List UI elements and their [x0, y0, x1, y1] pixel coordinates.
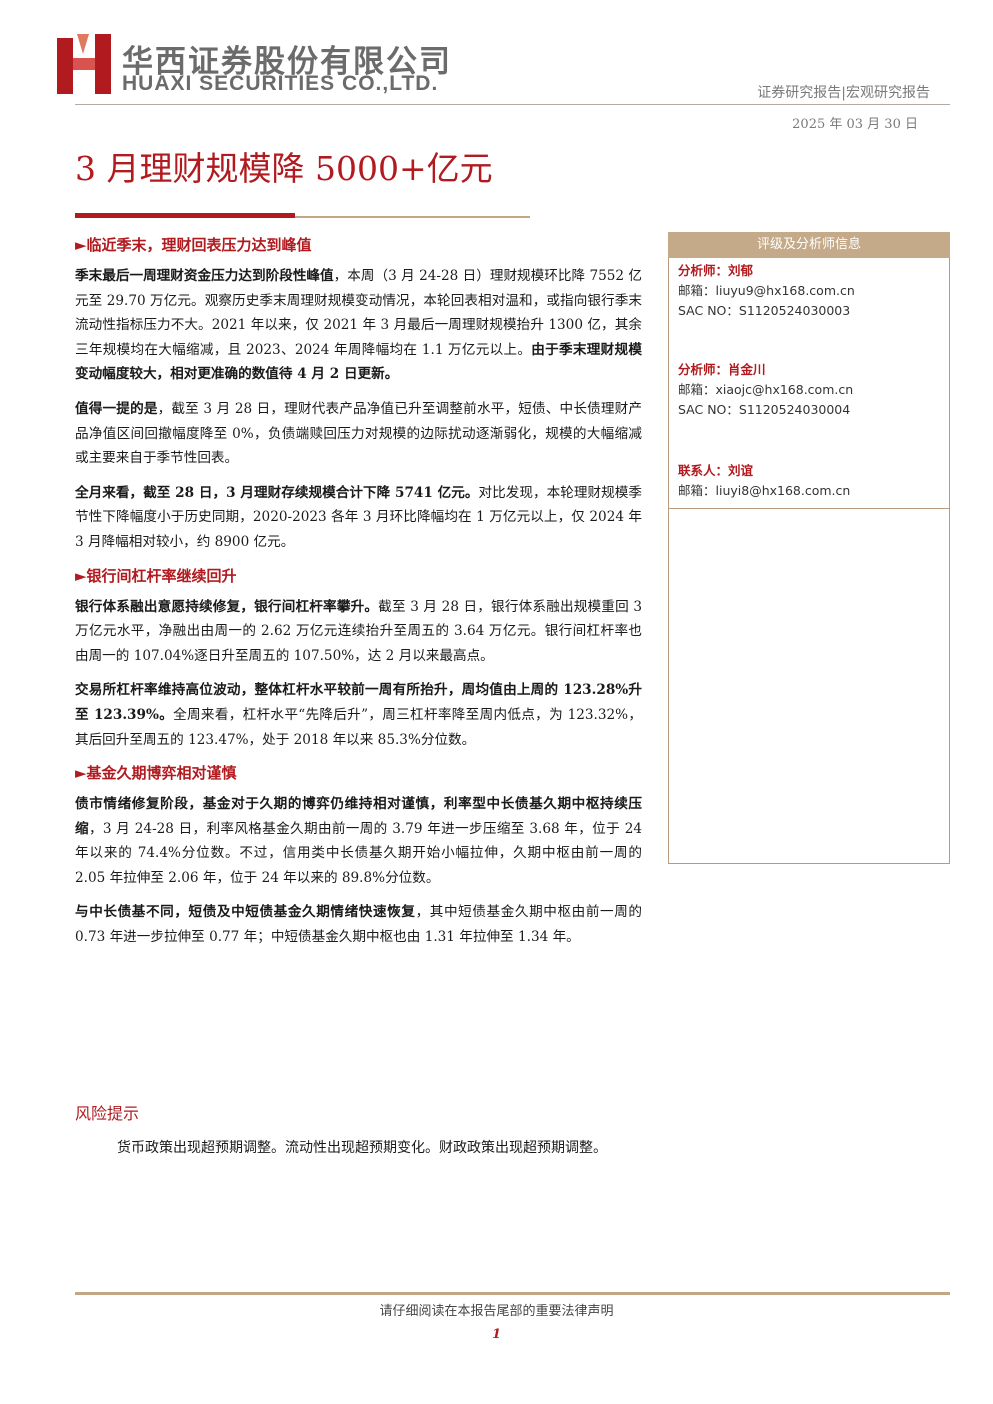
paragraph-text: ，其中短债基金久期中枢由前一周的 0.73 年进一步拉伸至 0.77 年；中短债…: [75, 904, 643, 946]
header-divider: [75, 104, 950, 105]
paragraph-bold-lead: 全月来看，截至 28 日，3 月理财存续规模合计下降 5741 亿元。: [75, 484, 479, 501]
paragraph-bold-lead: 值得一提的是: [75, 400, 158, 417]
paragraph: 银行体系融出意愿持续修复，银行间杠杆率攀升。截至 3 月 28 日，银行体系融出…: [75, 595, 642, 669]
main-content: ►临近季末，理财回表压力达到峰值 季末最后一周理财资金压力达到阶段性峰值，本周（…: [75, 234, 642, 960]
paragraph: 交易所杠杆率维持高位波动，整体杠杆水平较前一周有所抬升，周均值由上周的 123.…: [75, 678, 642, 752]
analyst-email[interactable]: 邮箱：xiaojc@hx168.com.cn: [678, 382, 854, 397]
footer-disclaimer: 请仔细阅读在本报告尾部的重要法律声明: [379, 1304, 614, 1319]
title-underline-red: [75, 213, 295, 218]
report-date: 2025 年 03 月 30 日: [792, 117, 918, 132]
paragraph-text: ，本周（3 月 24-28 日）理财规模环比降 7552 亿元至 29.70 万…: [75, 268, 642, 358]
footer-divider: [75, 1292, 950, 1295]
paragraph: 全月来看，截至 28 日，3 月理财存续规模合计下降 5741 亿元。对比发现，…: [75, 481, 642, 555]
analyst-sac: SAC NO：S1120524030004: [678, 402, 851, 417]
paragraph-bold-tail: 由于季末理财规模变动幅度较大，相对更准确的数值待 4 月 2 日更新。: [75, 341, 642, 383]
company-name-cn: 华西证券股份有限公司: [122, 44, 452, 80]
report-type: 证券研究报告|宏观研究报告: [757, 85, 930, 101]
company-name-en: HUAXI SECURITIES CO.,LTD.: [122, 72, 439, 95]
analyst-list: 分析师：刘郁 邮箱：liuyu9@hx168.com.cn SAC NO：S11…: [678, 260, 943, 501]
section-heading: ►基金久期博弈相对谨慎: [75, 764, 237, 783]
title-underline-tan: [295, 216, 530, 218]
paragraph-bold-lead: 银行体系融出意愿持续修复，银行间杠杆率攀升。: [75, 598, 379, 615]
report-title: 3 月理财规模降 5000+亿元: [75, 149, 493, 188]
sidebar-divider: [668, 508, 950, 509]
paragraph-text: ，3 月 24-28 日，利率风格基金久期由前一周的 3.79 年进一步压缩至 …: [75, 820, 642, 886]
contact-email[interactable]: 邮箱：liuyi8@hx168.com.cn: [678, 483, 851, 498]
section-heading: ►临近季末，理财回表压力达到峰值: [75, 236, 312, 254]
paragraph: 值得一提的是，截至 3 月 28 日，理财代表产品净值已升至调整前水平，短债、中…: [75, 397, 642, 471]
huaxi-logo-icon: [57, 34, 111, 94]
paragraph: 债市情绪修复阶段，基金对于久期的博弈仍维持相对谨慎，利率型中长债基久期中枢持续压…: [75, 792, 642, 890]
paragraph-text: ，截至 3 月 28 日，理财代表产品净值已升至调整前水平，短债、中长债理财产品…: [75, 400, 643, 467]
risk-text: 货币政策出现超预期调整。流动性出现超预期变化。财政政策出现超预期调整。: [117, 1140, 607, 1156]
analyst-card: 分析师：肖金川 邮箱：xiaojc@hx168.com.cn SAC NO：S1…: [678, 359, 943, 420]
page-number: 1: [491, 1327, 502, 1342]
paragraph-bold-lead: 债市情绪修复阶段，基金对于久期的博弈仍维持相对谨慎，利率型中长债基久期中枢持续压…: [75, 796, 642, 837]
paragraph-text: 对比发现，本轮理财规模季节性下降幅度小于历史同期，2020-2023 各年 3 …: [75, 484, 643, 550]
paragraph-bold-lead: 交易所杠杆率维持高位波动，整体杠杆水平较前一周有所抬升，周均值由上周的 123.…: [75, 682, 642, 723]
paragraph-bold-lead: 季末最后一周理财资金压力达到阶段性峰值: [75, 268, 334, 284]
paragraph-text: 全周来看，杠杆水平“先降后升”，周三杠杆率降至周内低点，为 123.32%，其后…: [75, 706, 642, 748]
contact-name: 联系人：刘谊: [678, 463, 754, 478]
paragraph: 与中长债基不同，短债及中短债基金久期情绪快速恢复，其中短债基金久期中枢由前一周的…: [75, 900, 642, 949]
analyst-card: 分析师：刘郁 邮箱：liuyu9@hx168.com.cn SAC NO：S11…: [678, 260, 943, 321]
analyst-email[interactable]: 邮箱：liuyu9@hx168.com.cn: [678, 283, 855, 298]
paragraph-bold-lead: 与中长债基不同，短债及中短债基金久期情绪快速恢复: [75, 904, 416, 921]
analyst-name: 分析师：刘郁: [678, 263, 754, 278]
risk-heading: 风险提示: [75, 1104, 140, 1123]
analyst-info-heading: 评级及分析师信息: [668, 232, 950, 258]
paragraph: 季末最后一周理财资金压力达到阶段性峰值，本周（3 月 24-28 日）理财规模环…: [75, 264, 642, 387]
analyst-name: 分析师：肖金川: [678, 362, 766, 377]
contact-card: 联系人：刘谊 邮箱：liuyi8@hx168.com.cn: [678, 460, 943, 501]
paragraph-text: 截至 3 月 28 日，银行体系融出规模重回 3 万亿元水平，净融出由周一的 2…: [75, 598, 643, 664]
analyst-sac: SAC NO：S1120524030003: [678, 303, 851, 318]
section-heading: ►银行间杠杆率继续回升: [75, 566, 237, 585]
